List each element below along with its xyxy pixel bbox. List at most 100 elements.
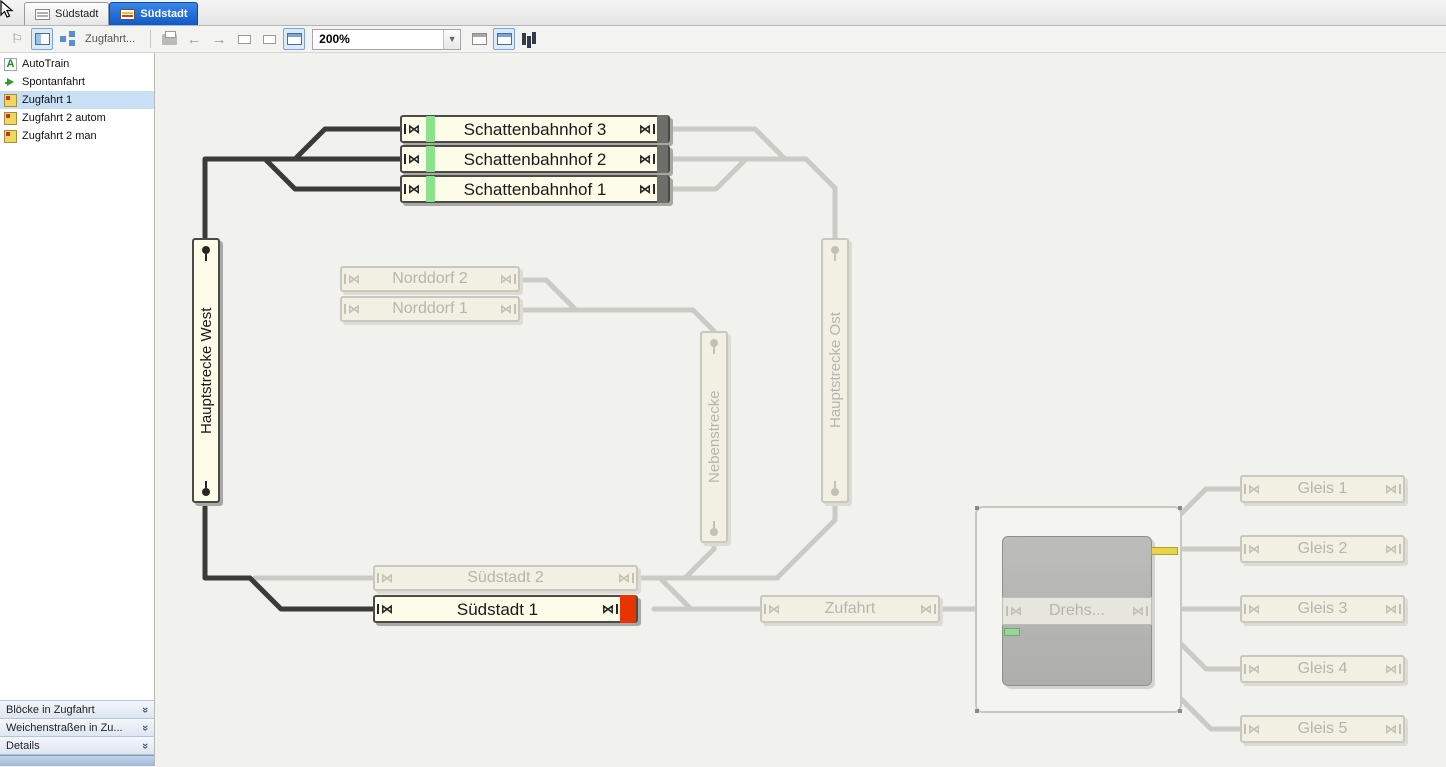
- turntable-yellow-indicator: [1151, 547, 1178, 555]
- selection-handle: [975, 506, 979, 510]
- block-hauptstrecke-ost[interactable]: Hauptstrecke Ost: [821, 238, 849, 503]
- track-layout: [202, 126, 1243, 732]
- block-suedstadt-2[interactable]: ⋈ Südstadt 2 ⋈: [373, 565, 638, 591]
- selection-handle: [1178, 709, 1182, 713]
- print-icon[interactable]: [158, 28, 180, 50]
- brake-marker-icon: ⋈: [496, 302, 516, 316]
- brake-marker-icon: ⋈: [1128, 604, 1148, 618]
- block-suedstadt-1[interactable]: ⋈ Südstadt 1 ⋈: [373, 595, 638, 623]
- forward-arrow-icon[interactable]: →: [211, 30, 227, 48]
- fit-view-icon[interactable]: [493, 28, 516, 50]
- autotrain-icon: A: [4, 57, 17, 71]
- brake-marker-icon: ⋈: [1244, 602, 1264, 616]
- green-entry-marker: [426, 146, 435, 172]
- block-exit-cap: [657, 145, 668, 173]
- block-label: Hauptstrecke West: [197, 307, 215, 434]
- page-portrait-icon[interactable]: [258, 28, 280, 50]
- block-label: Gleis 3: [1297, 601, 1348, 617]
- active-route-tracks: [202, 126, 403, 612]
- brake-marker-icon: ⋈: [1244, 662, 1264, 676]
- block-gleis-1[interactable]: ⋈ Gleis 1 ⋈: [1240, 475, 1405, 503]
- turntable-area[interactable]: ⋈ Drehs... ⋈: [975, 506, 1182, 713]
- brake-marker-icon: ⋈: [496, 272, 516, 286]
- flag-icon[interactable]: ⚐: [11, 31, 23, 46]
- block-gleis-3[interactable]: ⋈ Gleis 3 ⋈: [1240, 595, 1405, 623]
- block-schattenbahnhof-2[interactable]: ⋈ Schattenbahnhof 2 ⋈: [400, 145, 670, 173]
- block-schattenbahnhof-1[interactable]: ⋈ Schattenbahnhof 1 ⋈: [400, 175, 670, 203]
- panel-header-details[interactable]: Details »: [0, 736, 154, 755]
- zugfahrt-icon: [4, 93, 17, 107]
- block-hauptstrecke-west[interactable]: Hauptstrecke West: [192, 238, 220, 503]
- inactive-tracks: [252, 126, 1243, 732]
- green-entry-marker: [426, 176, 435, 202]
- measure-icon[interactable]: [518, 28, 540, 50]
- signal-icon: [831, 478, 839, 498]
- brake-marker-icon: ⋈: [404, 122, 424, 136]
- zoom-combobox[interactable]: ▼: [312, 28, 462, 50]
- turntable-green-indicator: [1004, 628, 1020, 636]
- block-label: Zufahrt: [824, 601, 876, 617]
- panel-header-weichenstrassen[interactable]: Weichenstraßen in Zu... »: [0, 718, 154, 737]
- brake-marker-icon: ⋈: [764, 602, 784, 616]
- signal-icon: [202, 243, 210, 263]
- list-item-zugfahrt-2-man[interactable]: Zugfahrt 2 man: [0, 127, 154, 145]
- block-label: Norddorf 2: [392, 271, 468, 287]
- window-icon[interactable]: [468, 28, 490, 50]
- brake-marker-icon: ⋈: [635, 182, 655, 196]
- block-zufahrt[interactable]: ⋈ Zufahrt ⋈: [760, 595, 940, 623]
- dispatcher-track-canvas[interactable]: ⋈ Schattenbahnhof 3 ⋈ ⋈ Schattenbahnhof …: [155, 53, 1445, 766]
- block-label: Hauptstrecke Ost: [826, 312, 844, 429]
- zoom-mode-icon[interactable]: [283, 28, 306, 50]
- zoom-input[interactable]: [313, 29, 444, 49]
- printer-glyph-icon: [161, 30, 177, 45]
- panel-label: Details: [6, 739, 40, 752]
- collapsible-panels: Blöcke in Zugfahrt » Weichenstraßen in Z…: [0, 700, 154, 766]
- brake-marker-icon: ⋈: [1244, 722, 1264, 736]
- brake-marker-icon: ⋈: [404, 182, 424, 196]
- zoom-dropdown-arrow-icon[interactable]: ▼: [443, 29, 461, 49]
- route-list: A AutoTrain Spontanfahrt Zugfahrt 1 Zugf…: [0, 53, 154, 701]
- brake-marker-icon: ⋈: [344, 302, 364, 316]
- list-item-zugfahrt-2-autom[interactable]: Zugfahrt 2 autom: [0, 109, 154, 127]
- block-label: Gleis 2: [1297, 541, 1348, 557]
- block-label: Drehs...: [1048, 602, 1105, 619]
- back-arrow-icon[interactable]: ←: [186, 30, 202, 48]
- brake-marker-icon: ⋈: [1244, 542, 1264, 556]
- block-label: Schattenbahnhof 2: [463, 150, 607, 168]
- brake-marker-icon: ⋈: [598, 602, 618, 616]
- brake-marker-icon: ⋈: [916, 602, 936, 616]
- tab-suedstadt-2[interactable]: Südstadt: [109, 2, 199, 25]
- block-norddorf-2[interactable]: ⋈ Norddorf 2 ⋈: [340, 266, 520, 292]
- sidebar-footer-strip: [0, 755, 154, 766]
- brake-marker-icon: ⋈: [1381, 662, 1401, 676]
- tab-label: Südstadt: [55, 8, 99, 20]
- block-label: Gleis 1: [1297, 481, 1348, 497]
- block-label: Schattenbahnhof 3: [463, 120, 607, 138]
- document-tabbar: Südstadt Südstadt: [0, 0, 1446, 26]
- block-exit-cap: [657, 115, 668, 143]
- collapse-chevron-icon: »: [138, 724, 151, 731]
- block-gleis-4[interactable]: ⋈ Gleis 4 ⋈: [1240, 655, 1405, 683]
- tab-suedstadt-1[interactable]: Südstadt: [24, 2, 110, 25]
- brake-marker-icon: ⋈: [1006, 604, 1026, 618]
- brake-marker-icon: ⋈: [1381, 722, 1401, 736]
- list-item-zugfahrt-1[interactable]: Zugfahrt 1: [0, 91, 154, 109]
- panel-header-bloecke[interactable]: Blöcke in Zugfahrt »: [0, 700, 154, 719]
- signal-icon: [831, 243, 839, 263]
- mouse-cursor-icon: [0, 0, 14, 18]
- block-gleis-5[interactable]: ⋈ Gleis 5 ⋈: [1240, 715, 1405, 743]
- tree-view-icon[interactable]: [56, 28, 78, 50]
- block-schattenbahnhof-3[interactable]: ⋈ Schattenbahnhof 3 ⋈: [400, 115, 670, 143]
- block-gleis-2[interactable]: ⋈ Gleis 2 ⋈: [1240, 535, 1405, 563]
- list-item-autotrain[interactable]: A AutoTrain: [0, 55, 154, 73]
- turntable-bridge-block[interactable]: ⋈ Drehs... ⋈: [1002, 597, 1152, 625]
- columns-view-icon[interactable]: [31, 28, 53, 50]
- page-landscape-icon[interactable]: [233, 28, 255, 50]
- tree-glyph-icon: [60, 36, 66, 42]
- signal-icon: [710, 336, 718, 356]
- block-nebenstrecke[interactable]: Nebenstrecke: [700, 331, 728, 543]
- block-norddorf-1[interactable]: ⋈ Norddorf 1 ⋈: [340, 296, 520, 322]
- list-item-spontanfahrt[interactable]: Spontanfahrt: [0, 73, 154, 91]
- brake-marker-icon: ⋈: [404, 152, 424, 166]
- spontanfahrt-icon: [4, 76, 17, 89]
